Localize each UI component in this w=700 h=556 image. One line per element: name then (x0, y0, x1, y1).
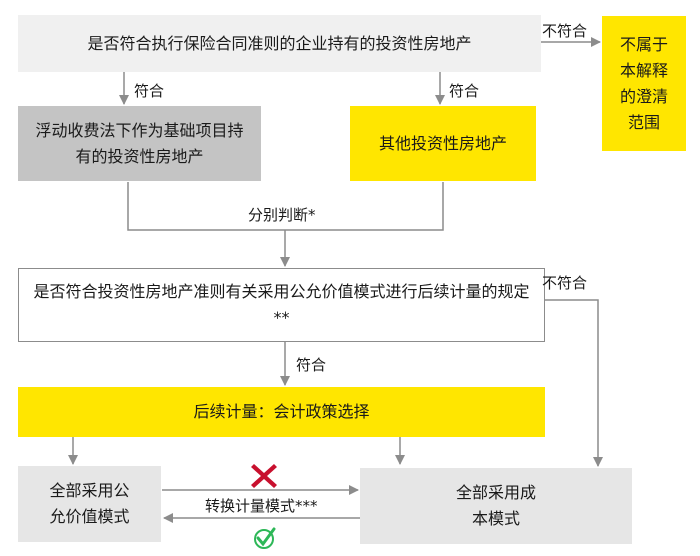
edge-label-q2-yes: 符合 (296, 356, 327, 374)
edge-label-q2-no: 不符合 (542, 274, 588, 292)
node-q1-label: 是否符合执行保险合同准则的企业持有的投资性房地产 (87, 33, 472, 53)
node-vfa: 浮动收费法下作为基础项目持有的投资性房地产 (18, 106, 261, 181)
edge-label-q1-yes-left: 符合 (134, 82, 165, 100)
edge-label-q1-no: 不符合 (542, 22, 588, 40)
node-out-of-scope-label: 不属于本解释的澄清范围 (619, 34, 668, 132)
node-q2-label: 是否符合投资性房地产准则有关采用公允价值模式进行后续计量的规定** (33, 282, 530, 327)
arrow-q2-no (545, 299, 603, 467)
node-q1: 是否符合执行保险合同准则的企业持有的投资性房地产 (18, 15, 541, 72)
node-fair-value-label: 全部采用公允价值模式 (49, 481, 130, 526)
cross-icon (251, 464, 277, 488)
node-other: 其他投资性房地产 (350, 106, 536, 181)
edge-label-separately: 分别判断* (248, 206, 316, 224)
node-subsequent: 后续计量：会计政策选择 (18, 387, 545, 437)
edge-label-switch: 转换计量模式*** (205, 497, 318, 515)
node-fair-value: 全部采用公允价值模式 (18, 466, 161, 542)
node-out-of-scope: 不属于本解释的澄清范围 (602, 16, 686, 151)
node-vfa-label: 浮动收费法下作为基础项目持有的投资性房地产 (35, 120, 244, 166)
node-cost-label: 全部采用成本模式 (456, 483, 537, 528)
node-other-label: 其他投资性房地产 (378, 133, 507, 153)
edge-label-q1-yes-right: 符合 (449, 82, 480, 100)
check-circle-icon (254, 527, 276, 549)
node-subsequent-label: 后续计量：会计政策选择 (193, 402, 370, 421)
node-q2: 是否符合投资性房地产准则有关采用公允价值模式进行后续计量的规定** (18, 268, 545, 342)
node-cost: 全部采用成本模式 (360, 468, 632, 544)
